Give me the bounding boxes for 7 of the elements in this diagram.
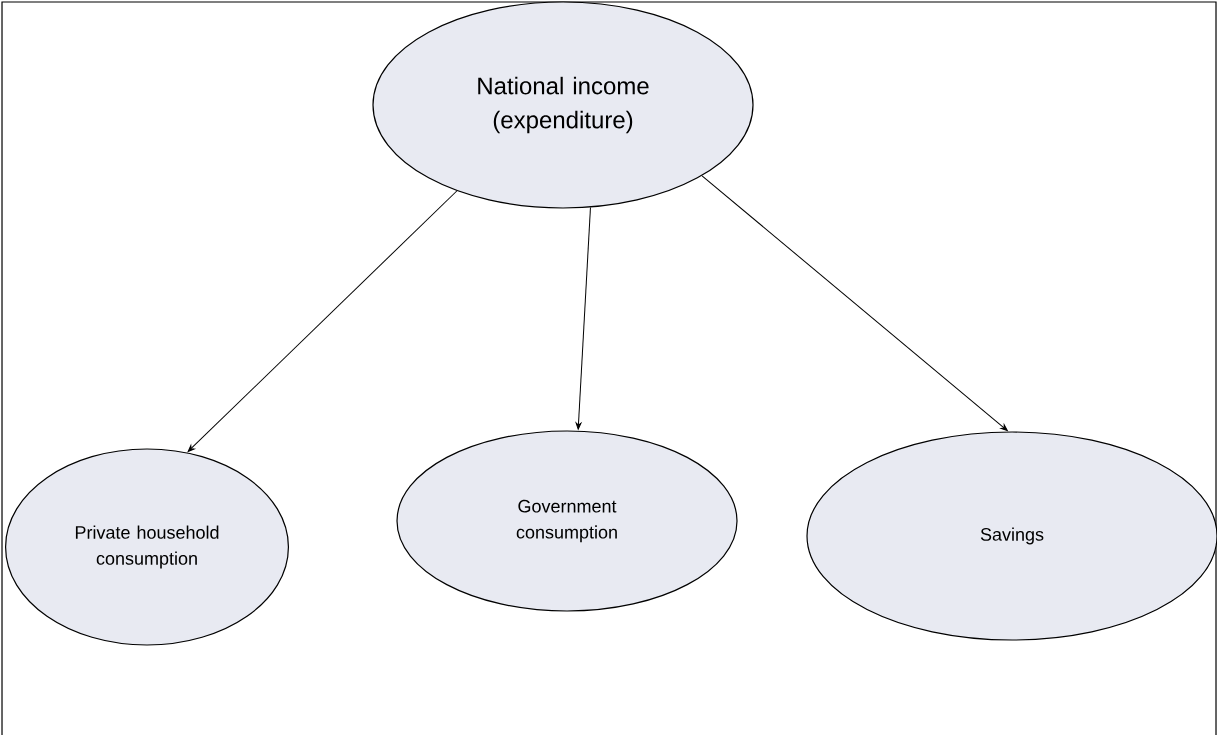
ellipse-node: National income (expenditure) — [372, 1, 754, 209]
arrow — [575, 207, 591, 430]
ellipse-node: Private household consumption — [5, 448, 290, 646]
ellipse-node: Savings — [806, 431, 1217, 641]
ellipse-node: Government consumption — [396, 430, 738, 612]
arrow — [187, 190, 458, 452]
arrow — [701, 175, 1008, 432]
